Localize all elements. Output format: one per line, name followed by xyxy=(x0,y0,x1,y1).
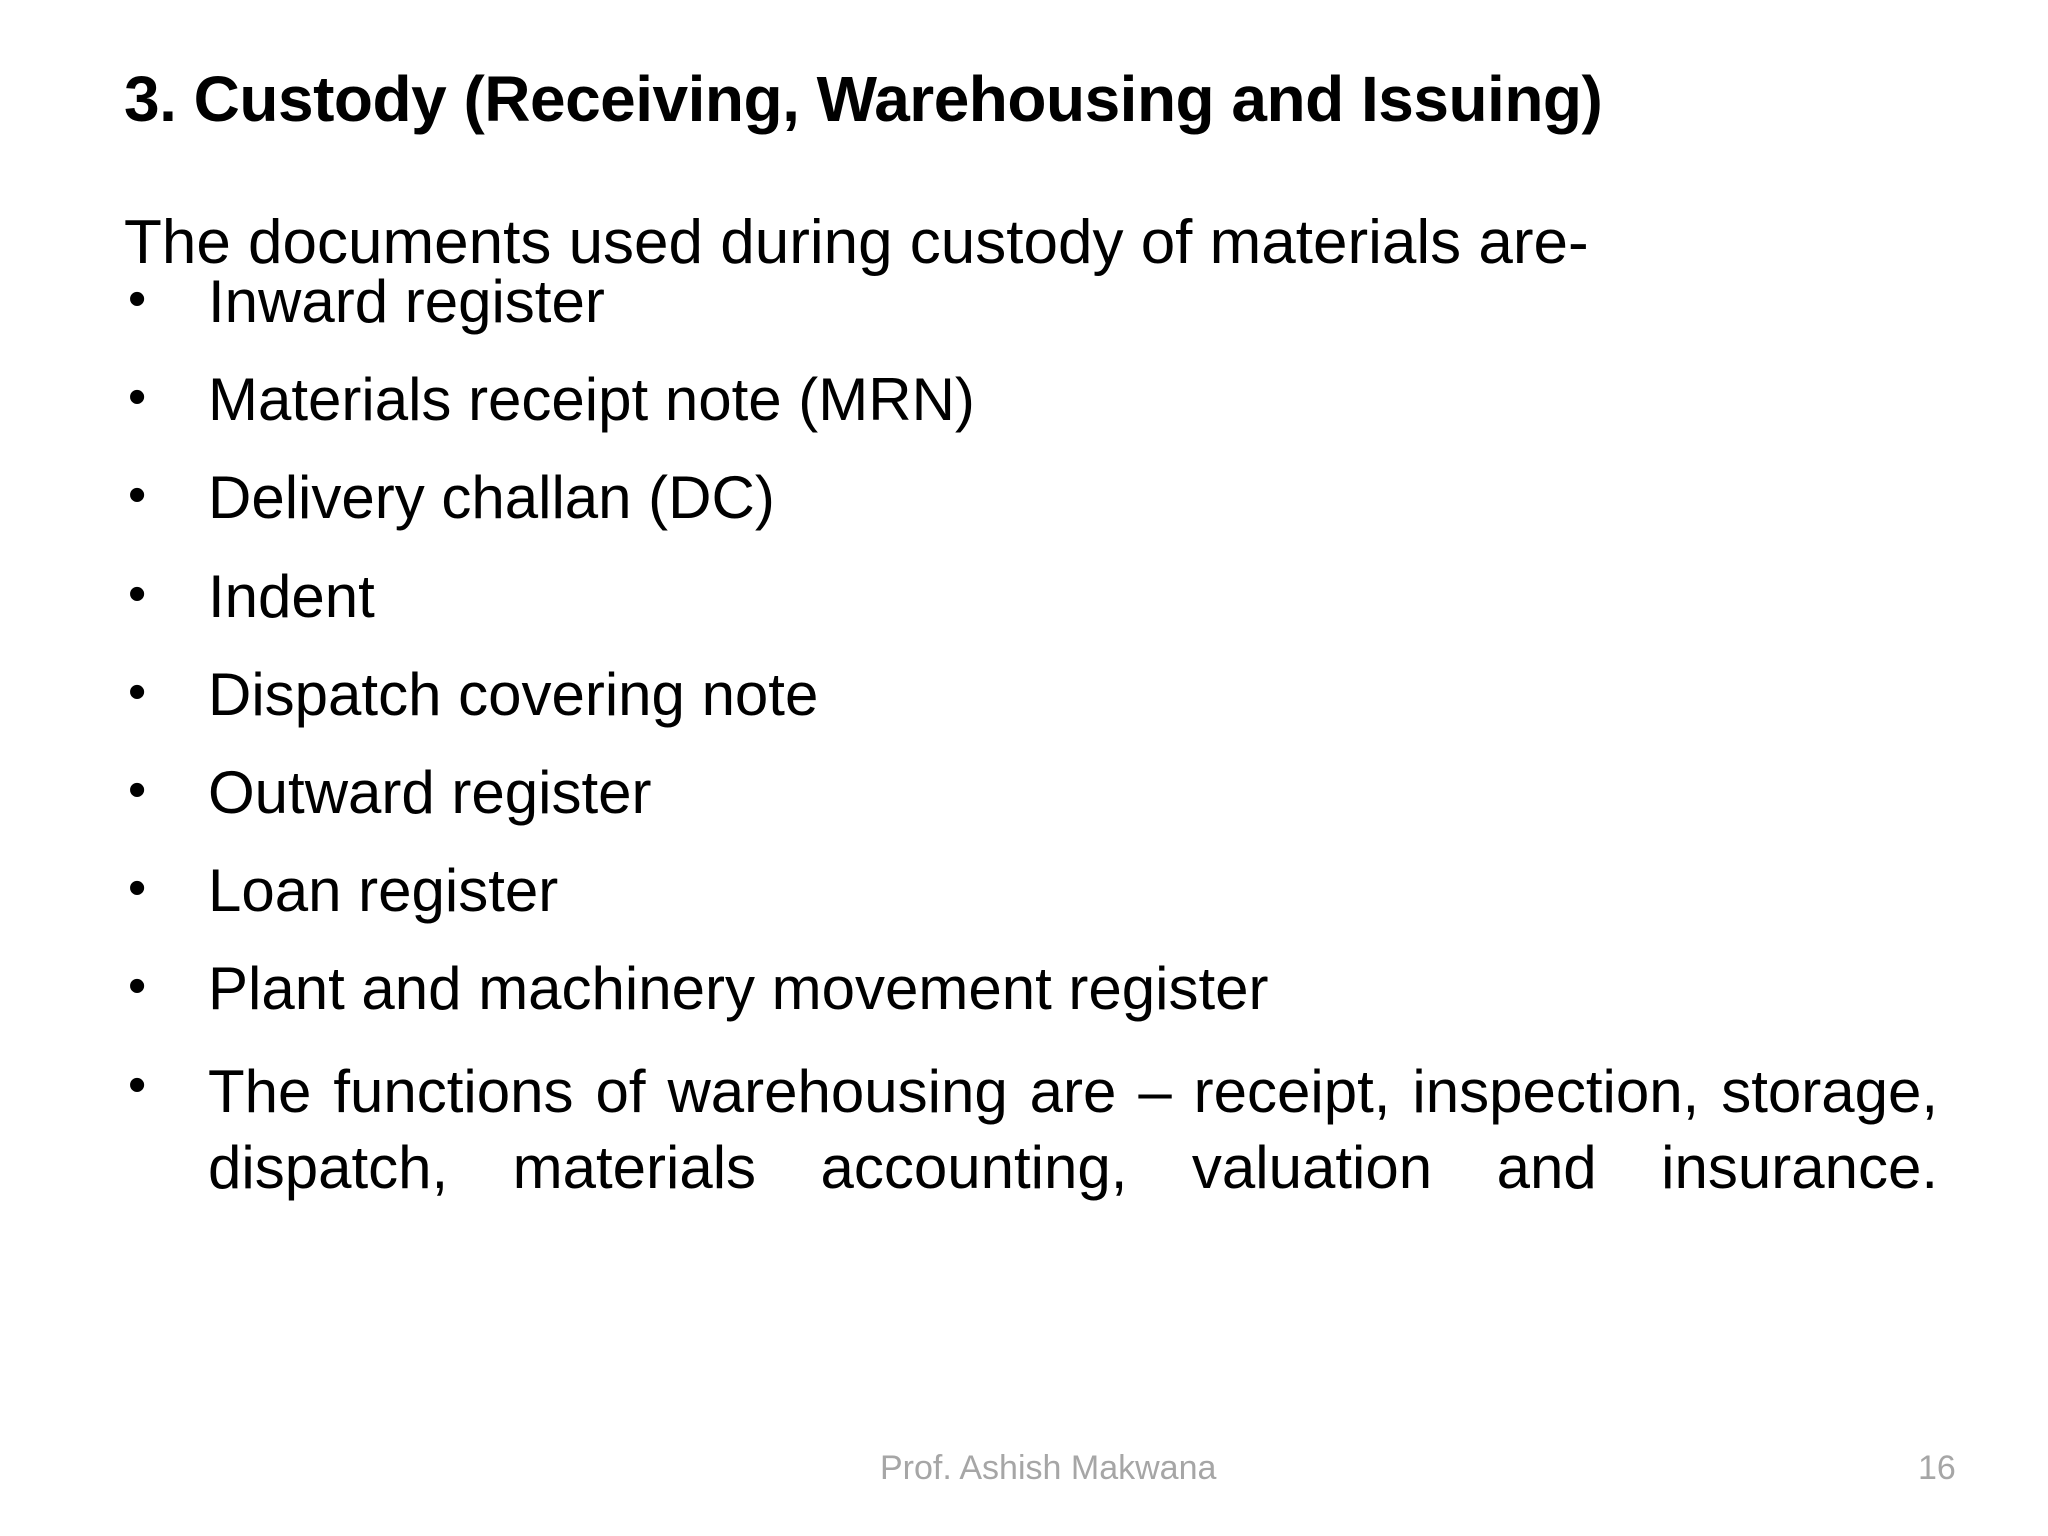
list-item: • Plant and machinery movement register xyxy=(124,955,1936,1022)
list-item-label: Loan register xyxy=(208,857,559,925)
bullet-point-icon: • xyxy=(128,957,147,1016)
footer-author: Prof. Ashish Makwana xyxy=(880,1449,1217,1487)
list-item: • Outward register xyxy=(124,759,1936,826)
list-item-label: Indent xyxy=(208,562,375,630)
page-title: 3. Custody (Receiving, Warehousing and I… xyxy=(124,62,1603,135)
intro-text: The documents used during custody of mat… xyxy=(124,208,1589,277)
bullet-point-icon: • xyxy=(128,466,147,525)
list-item-label: Inward register xyxy=(208,268,605,335)
footer-page-number: 16 xyxy=(1918,1449,1956,1487)
list-item-label: Outward register xyxy=(208,758,652,826)
list-item: • Indent xyxy=(124,563,1936,630)
list-item: • Materials receipt note (MRN) xyxy=(124,366,1936,433)
list-item-label: Dispatch covering note xyxy=(208,660,819,728)
list-item: • Delivery challan (DC) xyxy=(124,464,1936,531)
list-item-label: Delivery challan (DC) xyxy=(208,464,775,532)
list-item: • The functions of warehousing are – rec… xyxy=(124,1054,1938,1284)
bullet-point-icon: • xyxy=(128,662,147,721)
documents-bullet-list: • Inward register • Materials receipt no… xyxy=(124,268,1938,1284)
list-item-label: Plant and machinery movement register xyxy=(208,955,1269,1023)
list-item: • Dispatch covering note xyxy=(124,661,1936,728)
list-item: • Loan register xyxy=(124,857,1936,924)
bullet-point-icon: • xyxy=(128,859,147,918)
list-item-label: The functions of warehousing are – recei… xyxy=(208,1057,1938,1202)
bullet-point-icon: • xyxy=(128,760,147,819)
bullet-point-icon: • xyxy=(128,368,147,427)
list-item-label: Materials receipt note (MRN) xyxy=(208,366,975,434)
bullet-point-icon: • xyxy=(128,564,147,623)
bullet-point-icon: • xyxy=(128,270,147,328)
bullet-point-icon: • xyxy=(128,1055,147,1114)
list-item: • Inward register xyxy=(124,268,1936,335)
